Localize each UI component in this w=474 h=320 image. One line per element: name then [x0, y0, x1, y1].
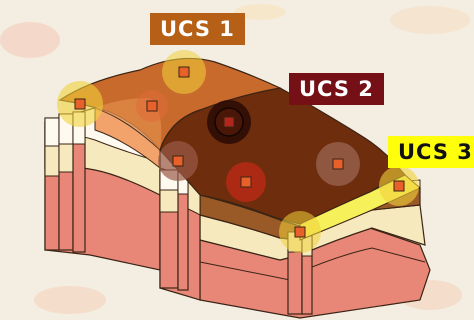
marker-point — [147, 101, 157, 111]
marker-point — [295, 227, 305, 237]
marker-point — [394, 181, 404, 191]
marker-point — [224, 117, 234, 127]
ucs-3-label: UCS 3 — [388, 136, 474, 168]
ucs-2-label: UCS 2 — [289, 73, 384, 105]
ucs-1-label: UCS 1 — [150, 13, 245, 45]
marker-point — [179, 67, 189, 77]
marker-point — [75, 99, 85, 109]
marker-point — [333, 159, 343, 169]
marker-point — [173, 156, 183, 166]
marker-point — [241, 177, 251, 187]
